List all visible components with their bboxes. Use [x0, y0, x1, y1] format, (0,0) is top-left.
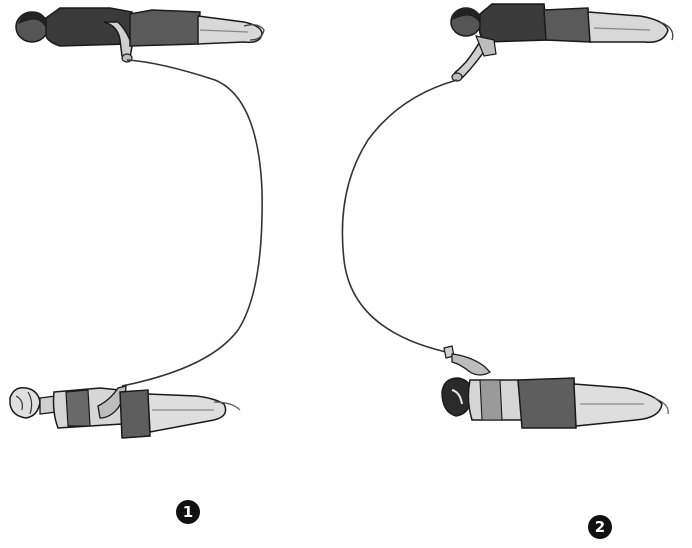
panel-2-top-person — [451, 4, 673, 81]
panel-1: 1 — [10, 8, 264, 524]
shirt-band — [480, 380, 502, 420]
panel-2-bottom-person — [442, 346, 668, 428]
panel-2-rope — [342, 80, 457, 352]
panel-2-number: 2 — [595, 518, 605, 536]
panel-1-bottom-person — [10, 386, 240, 438]
torso — [480, 4, 548, 42]
shorts — [130, 10, 200, 46]
panel-1-top-person — [16, 8, 264, 62]
head — [442, 378, 472, 416]
shorts — [120, 390, 150, 438]
panel-1-number: 1 — [183, 503, 193, 521]
panel-2: 2 — [342, 4, 672, 539]
hand — [452, 73, 462, 81]
legs — [148, 394, 226, 432]
shirt-band — [66, 390, 90, 426]
panel-2-number-badge: 2 — [588, 515, 612, 539]
legs — [574, 384, 662, 426]
shorts — [544, 8, 590, 42]
panel-1-number-badge: 1 — [176, 500, 200, 524]
hair — [10, 388, 40, 418]
arm — [452, 354, 490, 375]
legs — [588, 12, 668, 42]
panel-1-rope — [122, 60, 262, 386]
shorts — [518, 378, 576, 428]
